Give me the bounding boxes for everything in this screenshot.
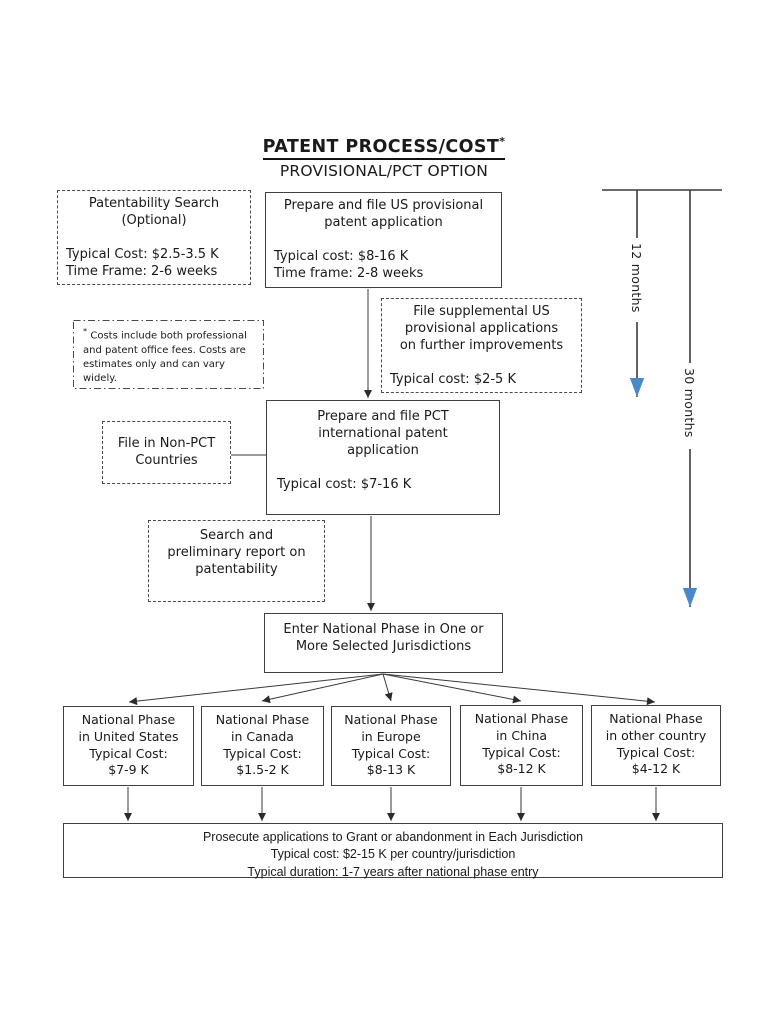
pct-application-box: Prepare and file PCT international paten… — [266, 400, 500, 515]
box-line: in United States — [78, 728, 179, 744]
box-line: National Phase — [609, 711, 703, 726]
box-line: National Phase — [474, 711, 569, 726]
box-line: in Europe — [361, 728, 421, 744]
dash-dot-border — [73, 320, 264, 389]
box-line: Search and — [199, 528, 274, 543]
prosecute-box: Prosecute applications to Grant or aband… — [63, 823, 723, 879]
box-line: Typical cost: $8-16 K — [274, 248, 409, 264]
arrow-entry-to-europe — [382, 673, 393, 702]
box-line: File supplemental US — [413, 304, 550, 319]
box-line: Typical Cost: — [351, 745, 431, 761]
page-title: PATENT PROCESS/COST* — [262, 135, 506, 160]
national-phase-europe-box: National Phase in Europe Typical Cost: $… — [331, 706, 451, 786]
arrow-entry-to-other — [382, 673, 656, 706]
box-line: Prosecute applications to Grant or aband… — [202, 830, 584, 844]
box-line: Enter National Phase in One or — [283, 622, 484, 637]
timeline-12-months-label: 12 months — [629, 243, 644, 313]
box-line: (Optional) — [121, 212, 187, 228]
box-line: Countries — [135, 452, 198, 468]
non-pct-countries-box: File in Non-PCT Countries — [102, 421, 231, 484]
box-line: National Phase — [215, 712, 310, 727]
box-line: provisional applications — [404, 320, 559, 336]
box-line: National Phase — [81, 712, 176, 727]
national-entry-box: Enter National Phase in One or More Sele… — [264, 613, 503, 673]
supplemental-provisional-box: File supplemental US provisional applica… — [381, 298, 582, 393]
box-line: application — [347, 442, 419, 458]
arrow-entry-to-us — [128, 673, 384, 706]
box-line: $8-12 K — [497, 761, 546, 777]
box-line: File in Non-PCT — [117, 435, 216, 451]
box-line: Time frame: 2-8 weeks — [274, 265, 424, 281]
box-line: National Phase — [344, 712, 438, 727]
box-line: Patentability Search — [88, 196, 220, 211]
national-phase-china-box: National Phase in China Typical Cost: $8… — [460, 705, 583, 786]
box-line: patentability — [195, 561, 278, 577]
box-line: Typical Cost: $2.5-3.5 K — [66, 246, 219, 262]
national-phase-other-box: National Phase in other country Typical … — [591, 705, 721, 786]
title-asterisk: * — [499, 135, 506, 148]
box-line: Prepare and file PCT — [317, 409, 449, 424]
national-phase-canada-box: National Phase in Canada Typical Cost: $… — [201, 706, 324, 786]
page-subtitle: PROVISIONAL/PCT OPTION — [279, 161, 489, 180]
box-line: $7-9 K — [108, 762, 149, 778]
box-line: preliminary report on — [167, 544, 306, 560]
footnote-asterisk: * — [83, 326, 88, 336]
box-line: in other country — [605, 727, 707, 743]
box-line: in Canada — [231, 728, 294, 744]
arrow-entry-to-china — [382, 673, 522, 704]
box-line: Typical Cost: — [482, 744, 561, 760]
box-line: Typical cost: $7-16 K — [277, 476, 412, 492]
footnote-text: Costs include both professional and pate… — [83, 330, 247, 384]
box-line: patent application — [324, 214, 443, 230]
cost-footnote-box: * Costs include both professional and pa… — [73, 320, 264, 389]
box-line: Typical Cost: — [616, 744, 696, 760]
box-line: international patent — [318, 425, 448, 441]
box-line: on further improvements — [399, 337, 564, 353]
box-line: Typical Cost: — [223, 745, 302, 761]
box-line: $4-12 K — [631, 761, 681, 777]
box-line: in China — [495, 727, 548, 743]
timeline-30-months-label: 30 months — [682, 368, 697, 438]
box-line: $8-13 K — [366, 762, 416, 778]
box-line: Typical cost: $2-5 K — [390, 371, 516, 387]
arrow-entry-to-canada — [261, 673, 384, 704]
patentability-search-box: Patentability Search (Optional) Typical … — [57, 190, 251, 285]
box-line: $1.5-2 K — [236, 762, 289, 778]
box-line: Typical cost: $2-15 K per country/jurisd… — [270, 847, 516, 862]
box-line: Typical Cost: — [89, 745, 168, 761]
national-phase-us-box: National Phase in United States Typical … — [63, 706, 194, 786]
box-line: Typical duration: 1-7 years after nation… — [247, 864, 539, 879]
box-line: Time Frame: 2-6 weeks — [66, 263, 218, 279]
box-line: Prepare and file US provisional — [283, 198, 484, 213]
box-line: More Selected Jurisdictions — [295, 638, 472, 654]
us-provisional-box: Prepare and file US provisional patent a… — [265, 192, 502, 288]
title-block: PATENT PROCESS/COST* PROVISIONAL/PCT OPT… — [0, 135, 768, 180]
search-report-box: Search and preliminary report on patenta… — [148, 520, 325, 602]
